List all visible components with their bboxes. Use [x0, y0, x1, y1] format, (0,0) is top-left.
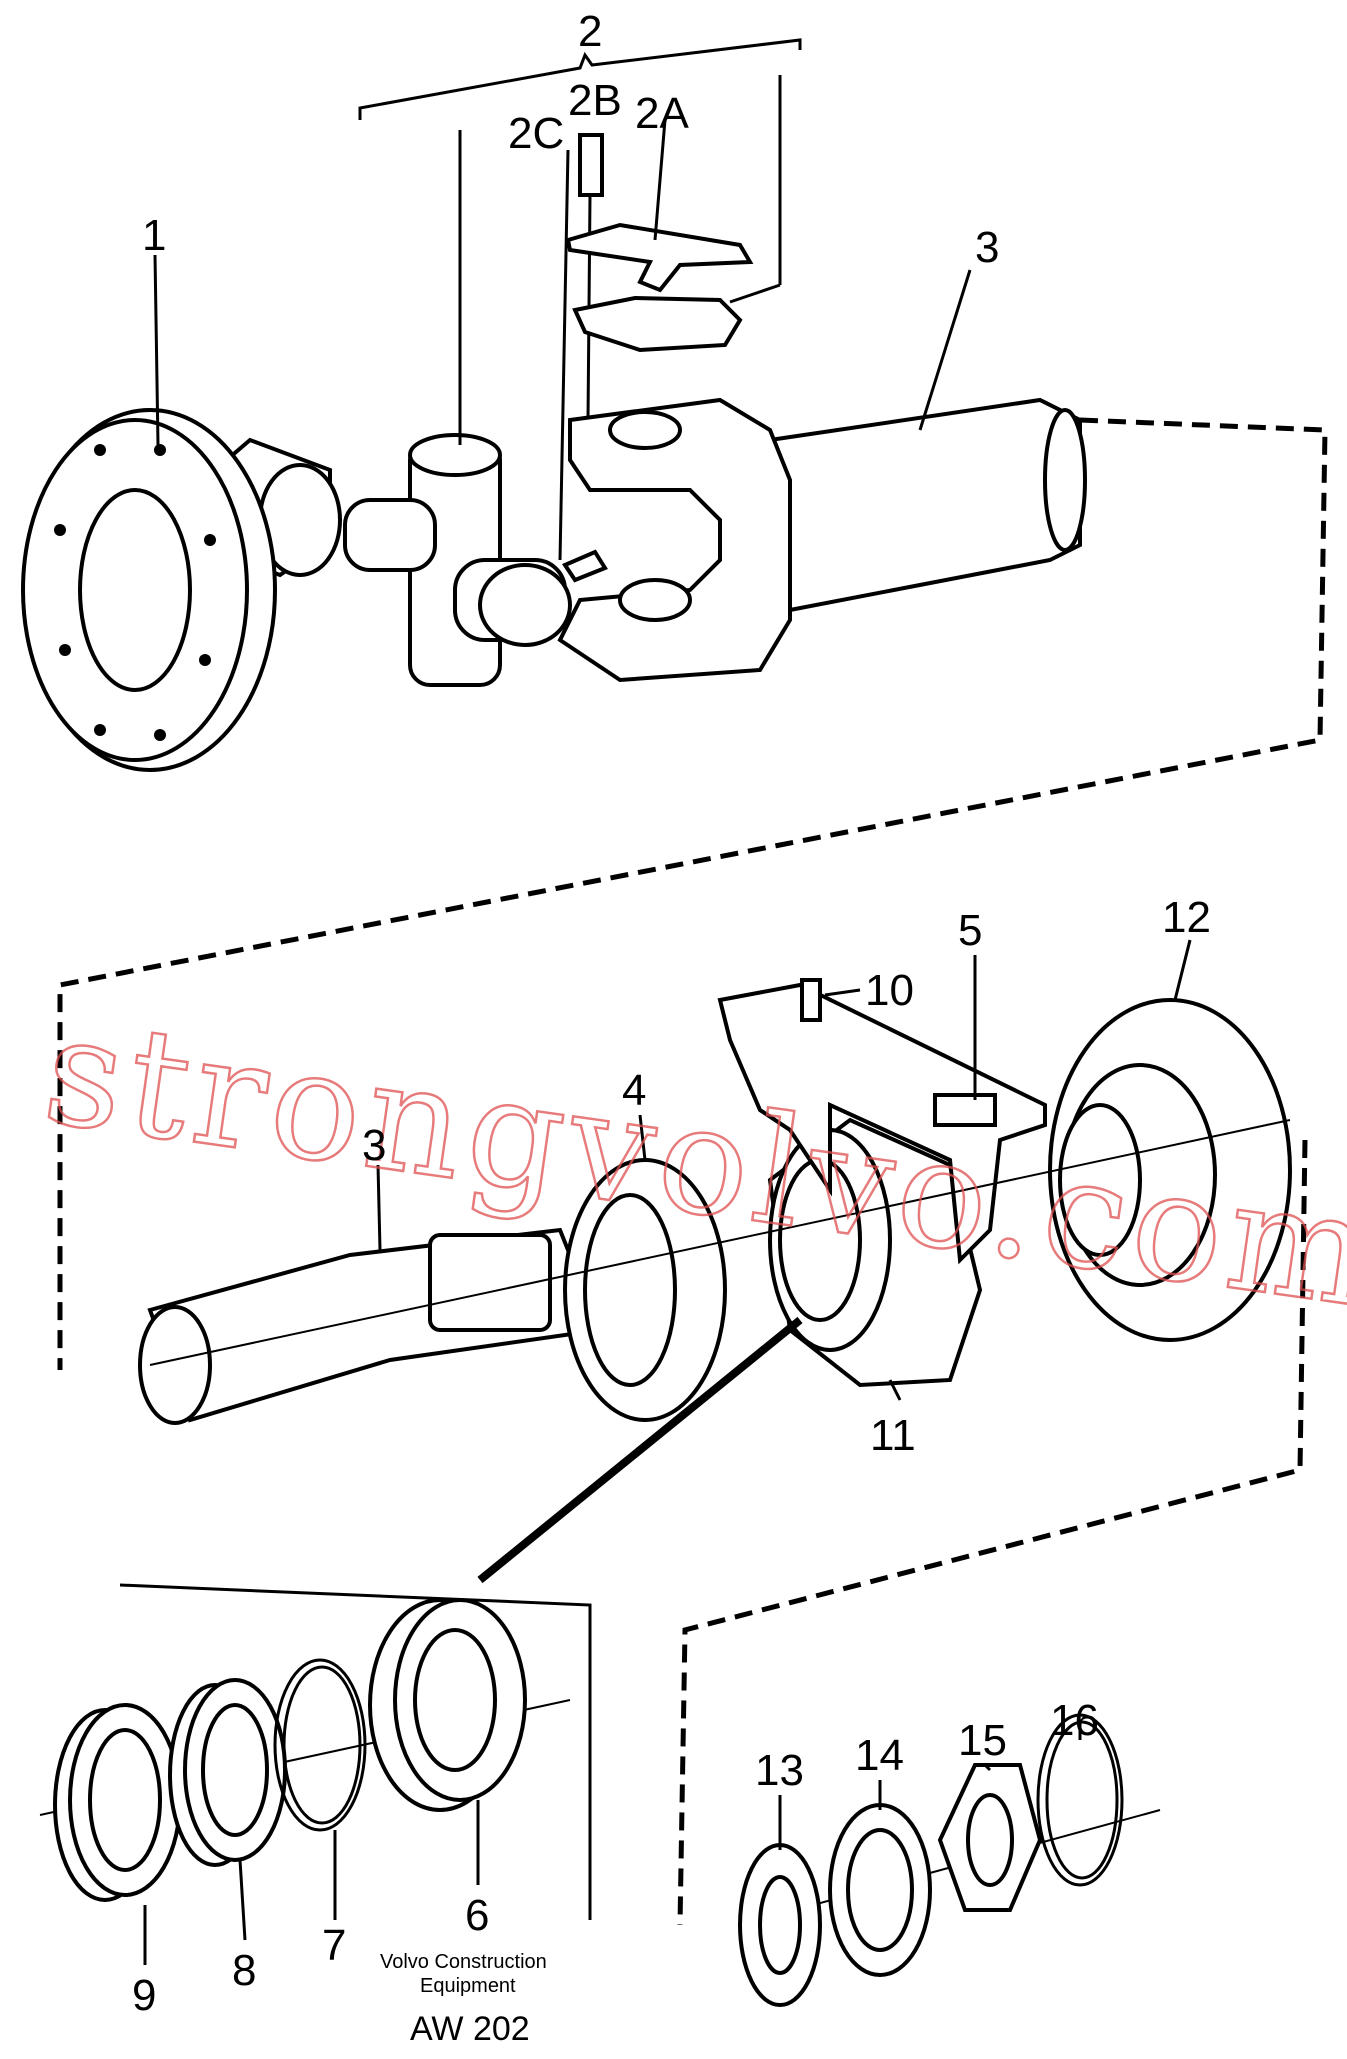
leader-2a — [653, 119, 667, 241]
leader-10 — [824, 988, 861, 997]
label-3-top: 3 — [975, 223, 999, 272]
label-14: 14 — [855, 1731, 904, 1780]
universal-joint-cross — [343, 433, 572, 687]
part-4-washer — [563, 1158, 727, 1422]
center-axis-mid — [149, 1119, 1291, 1366]
label-10: 10 — [865, 966, 914, 1015]
leader-11 — [888, 1379, 902, 1401]
cover-plate — [572, 295, 743, 353]
label-2a: 2A — [635, 89, 689, 138]
label-7: 7 — [322, 1921, 346, 1970]
label-2b: 2B — [568, 76, 622, 125]
label-6: 6 — [465, 1891, 489, 1940]
leader-8 — [238, 1859, 247, 1941]
dashed-link-upper — [57, 417, 1328, 1370]
part-14-lock-washer — [828, 1803, 932, 1977]
label-15: 15 — [958, 1716, 1007, 1765]
label-12: 12 — [1162, 893, 1211, 942]
group-2-bracket — [358, 38, 802, 120]
leader-4 — [638, 1114, 647, 1161]
label-9: 9 — [132, 1971, 156, 2020]
maker-line-1: Volvo Construction — [380, 1951, 547, 1973]
part-11-bearing-housing — [767, 1117, 983, 1388]
leader-3-mid — [376, 1164, 382, 1251]
leader-1 — [153, 254, 160, 446]
part-5-support-bracket — [717, 982, 1047, 1265]
diagram-code: AW 202 — [410, 2010, 530, 2048]
leader-3-top — [918, 269, 972, 431]
label-8: 8 — [232, 1946, 256, 1995]
label-1: 1 — [142, 211, 166, 260]
maker-line-2: Equipment — [420, 1975, 516, 1997]
label-13: 13 — [755, 1746, 804, 1795]
part-8-seal — [168, 1678, 287, 1867]
label-2c: 2C — [508, 109, 564, 158]
part-3-shaft-yoke — [557, 397, 1087, 683]
part-13-washer — [738, 1843, 822, 2007]
label-2: 2 — [578, 7, 602, 56]
label-4: 4 — [622, 1066, 646, 1115]
detail-pointer — [477, 1316, 803, 1584]
label-11: 11 — [870, 1411, 916, 1460]
leader-2-cover-b — [729, 283, 781, 304]
part-2c-grease-nipple — [562, 549, 608, 583]
label-16: 16 — [1050, 1696, 1099, 1745]
part-12-companion-flange — [1048, 998, 1292, 1342]
label-3-mid: 3 — [362, 1121, 386, 1170]
leader-12 — [1173, 939, 1192, 1001]
detail-frame — [119, 1583, 592, 1920]
part-10-grease-nipple — [800, 978, 822, 1022]
dashed-link-lower — [677, 1139, 1308, 1926]
part-9-seal — [53, 1703, 182, 1902]
part-6-bearing — [368, 1598, 527, 1812]
part-3-splined-shaft — [138, 1227, 603, 1425]
leader-2c — [558, 149, 570, 561]
part-2b-bolt — [578, 133, 604, 197]
part-1-flange — [21, 408, 342, 772]
part-7-circlip — [273, 1658, 367, 1832]
leader-15 — [983, 1763, 992, 1772]
part-15-nut — [937, 1763, 1043, 1912]
label-5: 5 — [958, 906, 982, 955]
part-16-circlip — [1036, 1713, 1124, 1887]
part-2a-lock-plate — [565, 222, 754, 293]
